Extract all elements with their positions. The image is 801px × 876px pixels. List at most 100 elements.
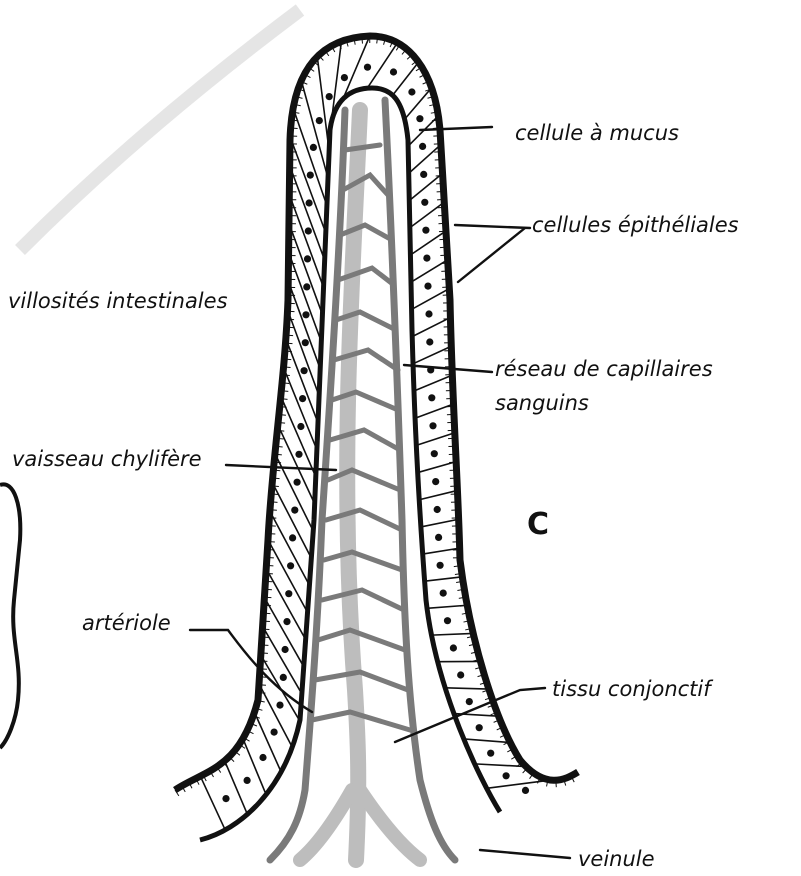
cell-nucleus xyxy=(304,255,311,262)
cell-nucleus xyxy=(434,506,441,513)
cell-nucleus xyxy=(444,617,451,624)
cell-nucleus xyxy=(307,172,314,179)
cell-wall xyxy=(418,462,456,473)
cell-nucleus xyxy=(326,93,333,100)
cell-wall xyxy=(317,57,329,151)
cell-nucleus xyxy=(299,395,306,402)
label-capillary-network-2: sanguins xyxy=(495,391,589,415)
cell-nucleus xyxy=(280,674,287,681)
cell-nucleus xyxy=(303,283,310,290)
cell-nucleus xyxy=(466,698,473,705)
cell-wall xyxy=(272,482,311,558)
scan-smudge xyxy=(20,10,300,250)
cell-nucleus xyxy=(302,339,309,346)
brush-border-tick xyxy=(273,478,280,479)
cell-nucleus xyxy=(419,143,426,150)
cell-nucleus xyxy=(287,562,294,569)
brush-border-tick xyxy=(271,494,278,495)
brush-border-tick xyxy=(285,351,292,352)
cell-nucleus xyxy=(408,88,415,95)
label-lacteal: vaisseau chylifère xyxy=(12,447,202,471)
label-venule: veinule xyxy=(578,847,655,871)
cell-wall xyxy=(281,396,316,476)
brush-border-tick xyxy=(279,415,286,416)
cell-nucleus xyxy=(422,227,429,234)
cell-nucleus xyxy=(295,451,302,458)
cell-nucleus xyxy=(432,478,439,485)
cell-wall xyxy=(423,548,460,554)
cell-nucleus xyxy=(302,311,309,318)
leader-epithelial-cells xyxy=(455,225,530,282)
cell-nucleus xyxy=(457,671,464,678)
cell-nucleus xyxy=(437,562,444,569)
cell-nucleus xyxy=(522,787,529,794)
brush-border-tick xyxy=(284,359,291,360)
cell-wall xyxy=(419,490,457,499)
cell-nucleus xyxy=(316,117,323,124)
cell-nucleus xyxy=(423,255,430,262)
cell-nucleus xyxy=(271,729,278,736)
cell-wall xyxy=(412,289,450,310)
brush-border-tick xyxy=(276,438,283,439)
cell-nucleus xyxy=(244,777,251,784)
brush-border-tick xyxy=(274,462,281,463)
cell-nucleus xyxy=(285,590,292,597)
brush-border-tick xyxy=(270,510,277,511)
cell-nucleus xyxy=(420,171,427,178)
cell-nucleus xyxy=(476,724,483,731)
cell-nucleus xyxy=(431,450,438,457)
brush-border-tick xyxy=(286,343,293,344)
cell-nucleus xyxy=(390,68,397,75)
leader-arteriole xyxy=(190,630,312,712)
cell-wall xyxy=(432,633,474,635)
brush-border-tick xyxy=(280,407,287,408)
brush-border-tick xyxy=(275,454,282,455)
cell-nucleus xyxy=(283,618,290,625)
brush-border-tick xyxy=(283,375,290,376)
cell-wall xyxy=(415,404,453,418)
brush-border-tick xyxy=(271,502,278,503)
cell-nucleus xyxy=(259,754,266,761)
cell-nucleus xyxy=(297,423,304,430)
cell-wall xyxy=(200,776,225,830)
cell-wall xyxy=(487,780,551,788)
cell-nucleus xyxy=(426,338,433,345)
brush-border-tick xyxy=(276,446,283,447)
cell-wall xyxy=(264,598,303,667)
cell-nucleus xyxy=(291,507,298,514)
cell-wall xyxy=(464,739,511,743)
cell-wall xyxy=(409,173,442,200)
cell-nucleus xyxy=(305,227,312,234)
cell-wall xyxy=(243,739,266,795)
label-arteriole: artériole xyxy=(82,611,171,635)
cell-nucleus xyxy=(306,199,313,206)
label-connective-tissue: tissu conjonctif xyxy=(552,677,714,701)
lacteal-vessel xyxy=(347,110,360,860)
cell-wall xyxy=(275,454,313,531)
cell-nucleus xyxy=(487,750,494,757)
cell-nucleus xyxy=(503,772,510,779)
cell-nucleus xyxy=(289,534,296,541)
cell-wall xyxy=(416,433,454,446)
leader-venule xyxy=(480,850,570,858)
cell-nucleus xyxy=(276,702,283,709)
leader-mucus-cell xyxy=(420,127,492,130)
cell-nucleus xyxy=(428,394,435,401)
cell-nucleus xyxy=(310,144,317,151)
brush-border-tick xyxy=(281,391,288,392)
leader-capillary-network xyxy=(404,365,492,372)
cell-nucleus xyxy=(341,74,348,81)
cell-wall xyxy=(290,166,325,259)
neighbour-villus-edge xyxy=(0,484,20,748)
cell-wall xyxy=(413,346,451,364)
cell-wall xyxy=(263,626,302,693)
cell-nucleus xyxy=(425,310,432,317)
cell-nucleus xyxy=(421,199,428,206)
brush-border-tick xyxy=(284,367,291,368)
cell-wall xyxy=(367,43,397,88)
cell-wall xyxy=(270,511,310,585)
cell-nucleus xyxy=(416,115,423,122)
epithelial-cell-layer xyxy=(175,36,574,830)
cell-wall xyxy=(225,761,248,814)
